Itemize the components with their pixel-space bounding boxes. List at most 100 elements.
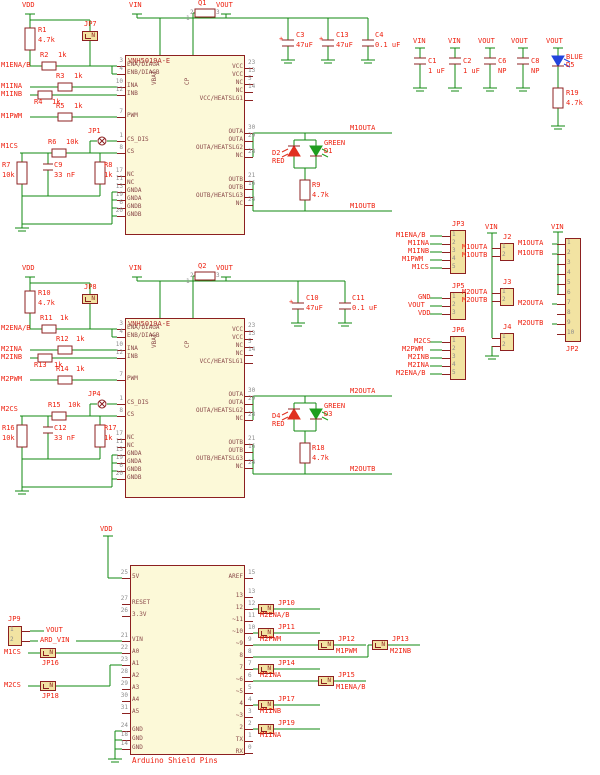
- pin-number: 30: [248, 387, 256, 394]
- pin-number: 29: [248, 132, 256, 139]
- pin-stub: [245, 149, 253, 150]
- pin-number: 12: [248, 600, 256, 607]
- pin-stub: [245, 84, 253, 85]
- ref-label-jp2: JP2: [566, 345, 579, 353]
- ref-label-r5: R5: [56, 102, 65, 110]
- connector-pin-number: 3: [567, 259, 571, 266]
- pin-name-outa: OUTA: [228, 128, 243, 135]
- pin-name-outb-heatslg3: OUTB/HEATSLG3: [196, 192, 243, 199]
- pin-stub: [117, 416, 125, 417]
- pin-stub: [245, 729, 253, 730]
- pin-name-reset: RESET: [132, 599, 151, 606]
- pin-stub: [442, 342, 450, 343]
- net-label-m1ina: M1INA: [260, 731, 282, 739]
- ref-label-r11: R11: [40, 314, 53, 322]
- pin-stub: [245, 347, 253, 348]
- net-label-m1ina: M1INA: [1, 82, 23, 90]
- pin-number: 21: [120, 632, 128, 639]
- text-4-7k: 4.7k: [312, 454, 329, 462]
- pin-name-aref: AREF: [228, 573, 243, 580]
- net-label-m2ina: M2INA: [260, 671, 282, 679]
- connector-pin-number: 1: [452, 231, 456, 238]
- pin-number: 31: [120, 704, 128, 711]
- connector-jp2: [565, 238, 581, 342]
- net-label-m1outa: M1OUTA: [462, 243, 488, 251]
- connector-j3: [500, 288, 514, 306]
- net-label-m1outb: M1OUTB: [462, 251, 488, 259]
- net-label-m1ena-b: M1ENA/B: [336, 683, 366, 691]
- pin-number: 3: [119, 57, 123, 64]
- pin-name-cs-dis: CS_DIS: [127, 136, 149, 143]
- ref-label-c13: C13: [336, 31, 349, 39]
- pin-number: 24: [248, 196, 256, 203]
- text-red: RED: [272, 420, 285, 428]
- ref-label-c4: C4: [375, 31, 384, 39]
- net-label-m1cs: M1CS: [4, 648, 21, 656]
- text-2: 2: [190, 272, 194, 279]
- pin-number: 28: [120, 668, 128, 675]
- pin-stub: [117, 380, 125, 381]
- pin-number: 17: [115, 167, 123, 174]
- pin-name-5v: 5V: [132, 573, 140, 580]
- pin-name-8: 8: [239, 652, 243, 659]
- pin-name-nc: NC: [127, 442, 135, 449]
- pin-number: 10: [115, 341, 123, 348]
- text-4-7k: 4.7k: [566, 99, 583, 107]
- pin-stub: [117, 66, 125, 67]
- net-label-m2inb: M2INB: [390, 647, 412, 655]
- ref-label-r1: R1: [38, 26, 47, 34]
- net-label-m1ina: M1INA: [408, 239, 430, 247]
- ref-label-r8: R8: [104, 161, 113, 169]
- pin-stub: [245, 717, 253, 718]
- motor-driver-ic-2: [125, 318, 245, 498]
- text-red: RED: [272, 157, 285, 165]
- net-label-vdd: VDD: [100, 525, 113, 533]
- connector-pin-number: 5: [452, 263, 456, 270]
- net-label-vdd: VDD: [418, 309, 431, 317]
- text-33-nf: 33 nF: [54, 434, 76, 442]
- pin-name-3: ~3: [235, 712, 243, 719]
- pin-name-outa: OUTA: [228, 136, 243, 143]
- connector-pin-number: 7: [567, 299, 571, 306]
- ref-label-r3: R3: [56, 72, 65, 80]
- pin-name-nc: NC: [235, 79, 243, 86]
- solder-jumper-jp7: N: [82, 31, 98, 41]
- pin-stub: [245, 669, 253, 670]
- ref-label-q1: Q1: [198, 0, 207, 7]
- connector-pin-number: 1: [567, 239, 571, 246]
- pin-name-a4: A4: [132, 696, 140, 703]
- ref-label-d1: D1: [324, 147, 333, 155]
- text-10k: 10k: [2, 171, 15, 179]
- ref-label-r17: R17: [104, 424, 117, 432]
- pin-stub: [22, 641, 30, 642]
- pin-name-nc: NC: [235, 342, 243, 349]
- pin-stub: [245, 331, 253, 332]
- solder-jumper-jp16: N: [40, 648, 56, 658]
- connector-jp3: [450, 230, 466, 274]
- pin-stub: [492, 293, 500, 294]
- pin-stub: [557, 264, 565, 265]
- pin-stub: [245, 339, 253, 340]
- pin-stub: [557, 284, 565, 285]
- pin-stub: [122, 616, 130, 617]
- pin-name-10: ~10: [232, 628, 243, 635]
- pin-stub: [442, 260, 450, 261]
- text-47uf: 47uF: [336, 41, 353, 49]
- net-label-m1cs: M1CS: [412, 263, 429, 271]
- pin-number: 2: [248, 720, 252, 727]
- connector-j2: [500, 243, 514, 261]
- pin-number: 23: [248, 59, 256, 66]
- ref-label-d2: D2: [272, 149, 281, 157]
- pin-number: 19: [115, 191, 123, 198]
- ref-label-c3: C3: [296, 31, 305, 39]
- pin-stub: [122, 578, 130, 579]
- solder-jumper-x-symbols: [97, 136, 107, 409]
- pin-stub: [117, 117, 125, 118]
- pin-stub: [117, 439, 125, 440]
- pin-name-vbat: VBAT: [151, 70, 158, 85]
- pin-stub: [442, 236, 450, 237]
- connector-pin-number: 1: [10, 626, 14, 633]
- pin-name-nc: NC: [235, 87, 243, 94]
- net-label-m2outa: M2OUTA: [518, 299, 544, 307]
- pin-name-gnd: GND: [132, 726, 143, 733]
